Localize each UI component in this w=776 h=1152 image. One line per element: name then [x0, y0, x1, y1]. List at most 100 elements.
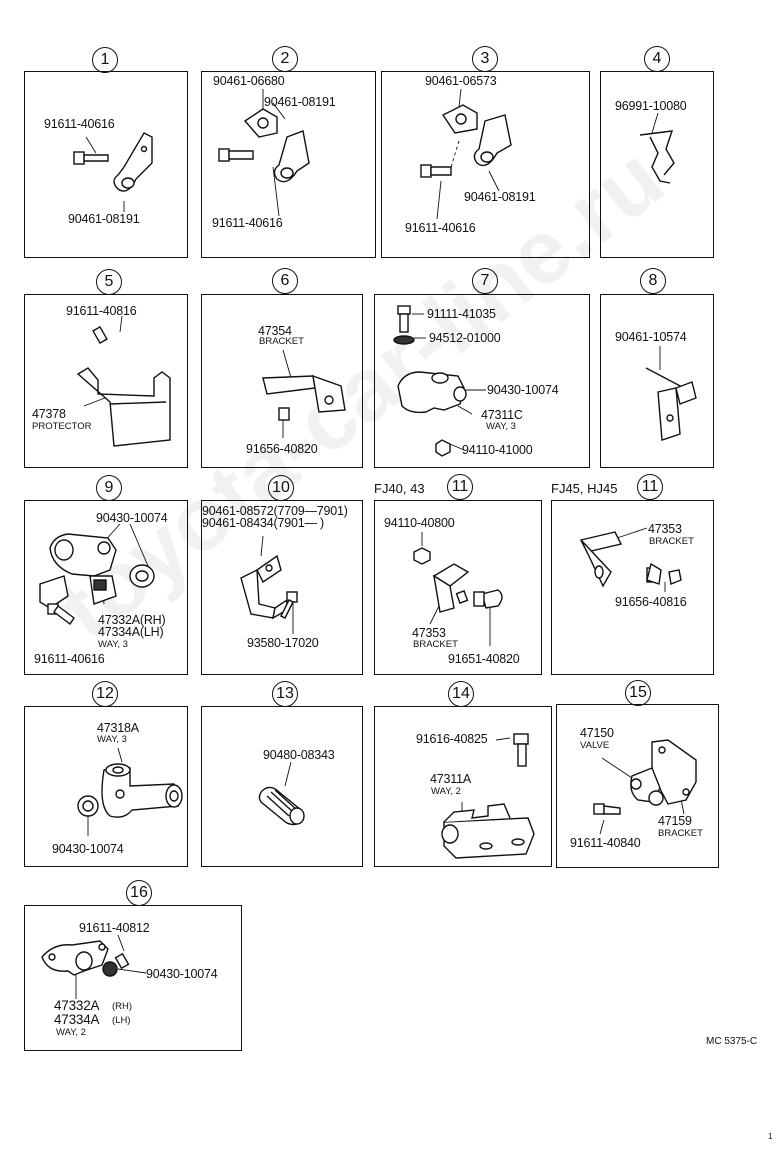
label-12-a: 47318A	[97, 721, 139, 735]
callout-14: 14	[448, 681, 474, 707]
label-11a-c: 91651-40820	[448, 652, 520, 666]
sublabel-16-c: WAY, 2	[56, 1027, 86, 1038]
sublabel-15-a: VALVE	[580, 740, 610, 751]
label-3-b: 90461-08191	[464, 190, 536, 204]
sublabel-5-a: PROTECTOR	[32, 421, 92, 432]
sublabel-9-a: WAY, 3	[98, 639, 128, 650]
panel-4	[600, 71, 714, 258]
panel-8	[600, 294, 714, 468]
label-7-a: 91111-41035	[427, 307, 496, 321]
label-15-c: 91611-40840	[570, 836, 641, 850]
label-16-d: 47334A	[54, 1012, 100, 1027]
panel-11b-prefix: FJ45, HJ45	[551, 481, 618, 496]
label-13-a: 90480-08343	[263, 748, 335, 762]
panel-11a-prefix: FJ40, 43	[374, 481, 425, 496]
panel-4-drawing	[639, 112, 675, 184]
callout-15: 15	[625, 680, 651, 706]
callout-4: 4	[644, 46, 670, 72]
label-1-b: 90461-08191	[68, 212, 140, 226]
panel-11b	[551, 500, 714, 675]
panel-2-drawing	[218, 89, 310, 217]
label-7-c: 90430-10074	[487, 383, 559, 397]
panel-1-drawing	[73, 132, 153, 212]
label-11b-b: 91656-40816	[615, 595, 687, 609]
panel-14-drawing	[441, 733, 535, 859]
panel-10	[201, 500, 363, 675]
sublabel-7-a: WAY, 3	[486, 421, 516, 432]
label-1-a: 91611-40616	[44, 117, 115, 131]
panel-15-drawing	[593, 739, 697, 835]
panel-13	[201, 706, 363, 867]
label-10-a: 90461-08572(7709—7901)	[202, 504, 348, 518]
callout-1: 1	[92, 47, 118, 73]
diagram-code: MC 5375-C	[706, 1036, 758, 1047]
label-9-b: 47332A(RH)	[98, 613, 166, 627]
panel-11a	[374, 500, 542, 675]
panel-2	[201, 71, 376, 258]
callout-9: 9	[96, 475, 122, 501]
label-7-d: 47311C	[481, 408, 523, 422]
callout-5: 5	[96, 269, 122, 295]
label-10-c: 93580-17020	[247, 636, 319, 650]
panel-15	[556, 704, 719, 868]
sublabel-16-b: (LH)	[112, 1015, 131, 1026]
page-mark: 1	[768, 1132, 773, 1141]
label-6-a: 47354	[258, 324, 292, 338]
panel-9	[24, 500, 188, 675]
sublabel-15-b: BRACKET	[658, 828, 703, 839]
label-11a-a: 94110-40800	[384, 516, 455, 530]
panel-6	[201, 294, 363, 468]
label-12-b: 90430-10074	[52, 842, 124, 856]
callout-8: 8	[640, 268, 666, 294]
sublabel-16-a: (RH)	[112, 1001, 133, 1012]
panel-3	[381, 71, 590, 258]
panel-16	[24, 905, 242, 1051]
label-11b-a: 47353	[648, 522, 682, 536]
panel-16-drawing	[41, 934, 147, 999]
label-11a-b: 47353	[412, 626, 446, 640]
label-15-a: 47150	[580, 726, 614, 740]
sublabel-11a-a: BRACKET	[413, 639, 458, 650]
panel-8-drawing	[645, 346, 697, 441]
callout-11b: 11	[637, 474, 663, 500]
panel-7	[374, 294, 590, 468]
label-3-c: 91611-40616	[405, 221, 476, 235]
label-10-b: 90461-08434(7901— )	[202, 516, 324, 530]
panel-9-drawing	[39, 523, 155, 626]
panel-11a-drawing	[413, 532, 503, 646]
callout-3: 3	[472, 46, 498, 72]
panel-3-drawing	[420, 88, 512, 220]
label-16-b: 90430-10074	[146, 967, 218, 981]
label-9-c: 47334A(LH)	[98, 625, 164, 639]
callout-11a: 11	[447, 474, 473, 500]
callout-13: 13	[272, 681, 298, 707]
label-7-e: 94110-41000	[462, 443, 533, 457]
label-7-b: 94512-01000	[429, 331, 501, 345]
label-6-b: 91656-40820	[246, 442, 318, 456]
label-5-b: 47378	[32, 407, 66, 421]
callout-2: 2	[272, 46, 298, 72]
panel-14	[374, 706, 552, 867]
callout-10: 10	[268, 475, 294, 501]
panel-6-drawing	[262, 349, 346, 438]
callout-6: 6	[272, 268, 298, 294]
panel-12	[24, 706, 188, 867]
sublabel-11b-a: BRACKET	[649, 536, 694, 547]
sublabel-6-a: BRACKET	[259, 336, 304, 347]
label-16-c: 47332A	[54, 998, 100, 1013]
label-4-a: 96991-10080	[615, 99, 687, 113]
panel-7-drawing	[393, 305, 486, 457]
sublabel-12-a: WAY, 3	[97, 734, 127, 745]
label-14-b: 47311A	[430, 772, 471, 786]
panel-12-drawing	[77, 747, 183, 836]
panel-1	[24, 71, 188, 258]
callout-7: 7	[472, 268, 498, 294]
label-9-d: 91611-40616	[34, 652, 105, 666]
callout-16: 16	[126, 880, 152, 906]
label-3-a: 90461-06573	[425, 74, 497, 88]
panel-10-drawing	[240, 535, 298, 634]
label-2-c: 91611-40616	[212, 216, 283, 230]
panel-13-drawing	[258, 761, 305, 826]
label-2-a: 90461-06680	[213, 74, 285, 88]
sublabel-14-a: WAY, 2	[431, 786, 461, 797]
